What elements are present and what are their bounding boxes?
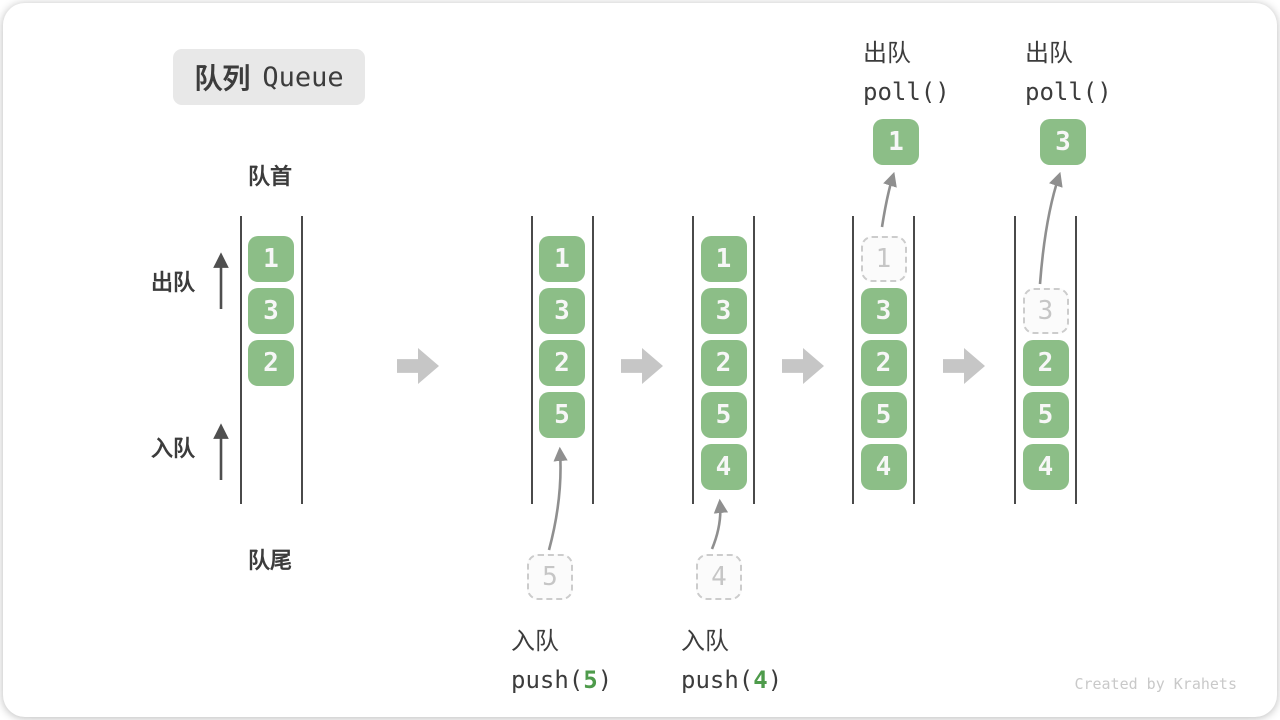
queue-wall [692, 216, 694, 504]
push4-op-label-zh: 入队 [681, 627, 729, 655]
poll1-arrow-icon [880, 171, 897, 228]
queue-element: 2 [248, 340, 294, 386]
poll3-arrow-icon [1038, 171, 1063, 285]
title-en: Queue [262, 61, 344, 93]
queue-element: 2 [860, 340, 907, 386]
diagram-card: 队列 Queue 队首 队尾 出队 入队 1 3 2 1 3 2 5 1 3 2 5 4 1 3 2 5 4 3 2… [3, 3, 1277, 717]
queue-element: 2 [539, 340, 585, 386]
queue-wall [591, 216, 594, 504]
step-arrow-icon [782, 348, 824, 384]
queue-element: 1 [700, 236, 747, 282]
queue-element: 5 [700, 392, 747, 438]
poll1-op-code: poll() [863, 78, 950, 106]
push4-op-label: 入队 push(4) [681, 621, 782, 694]
queue-element-ghost: 3 [1022, 288, 1069, 334]
poll1-op-label-zh: 出队 [863, 39, 911, 67]
queue-element: 2 [700, 340, 747, 386]
push4-arrow-icon [710, 498, 729, 550]
queue-element: 4 [860, 444, 907, 490]
queue-wall [239, 216, 242, 504]
queue-element: 2 [1022, 340, 1069, 386]
step-arrow-icon [621, 348, 663, 384]
queue-element: 3 [700, 288, 747, 334]
queue-element: 1 [248, 236, 294, 282]
push5-op-label-zh: 入队 [511, 627, 559, 655]
queue-element-ghost: 1 [860, 236, 907, 282]
queue-element: 3 [539, 288, 585, 334]
queue-element: 5 [539, 392, 585, 438]
label-dequeue: 出队 [151, 271, 196, 296]
queue-wall [1075, 216, 1077, 504]
poll2-op-code: poll() [1025, 78, 1112, 106]
queue-element: 5 [1022, 392, 1069, 438]
queue-wall [753, 216, 755, 504]
step-arrow-icon [397, 348, 439, 384]
polled-element: 1 [873, 119, 919, 165]
label-enqueue: 入队 [151, 437, 196, 462]
pushed-value-ghost: 5 [527, 554, 573, 600]
queue-wall [300, 216, 303, 504]
queue-element: 4 [700, 444, 747, 490]
title-badge: 队列 Queue [173, 49, 365, 105]
queue-element: 3 [248, 288, 294, 334]
queue-wall [1014, 216, 1016, 504]
push5-op-label: 入队 push(5) [511, 621, 612, 694]
push5-op-code: push(5) [511, 666, 613, 694]
watermark: Created by Krahets [1074, 675, 1237, 693]
title-zh: 队列 [194, 62, 251, 95]
push5-arrow-icon [547, 446, 568, 551]
queue-wall [913, 216, 915, 504]
queue-wall [530, 216, 533, 504]
queue-element: 3 [860, 288, 907, 334]
push4-op-code: push(4) [681, 666, 783, 694]
label-queue-rear: 队尾 [248, 549, 293, 574]
poll2-op-label-zh: 出队 [1025, 39, 1073, 67]
label-queue-front: 队首 [248, 165, 293, 190]
queue-wall [852, 216, 854, 504]
poll1-op-label: 出队 poll() [863, 33, 950, 106]
queue-element: 4 [1022, 444, 1069, 490]
queue-element: 1 [539, 236, 585, 282]
polled-element: 3 [1040, 119, 1086, 165]
queue-element: 5 [860, 392, 907, 438]
pushed-value-ghost: 4 [696, 554, 742, 600]
poll2-op-label: 出队 poll() [1025, 33, 1112, 106]
step-arrow-icon [943, 348, 985, 384]
